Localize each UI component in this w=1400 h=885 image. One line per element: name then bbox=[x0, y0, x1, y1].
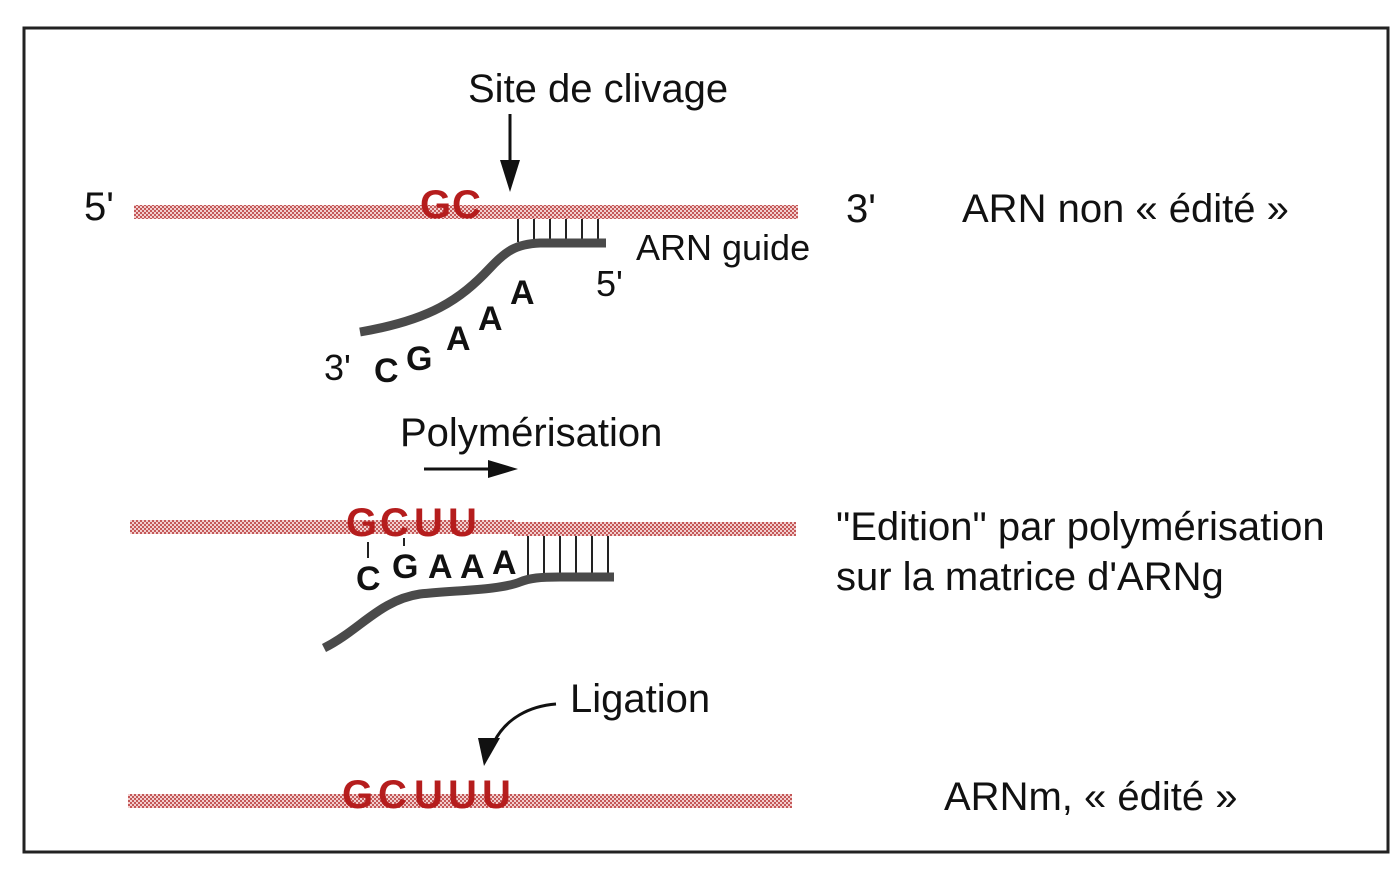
cleavage-site-label: Site de clivage bbox=[468, 67, 728, 111]
figure-frame bbox=[22, 26, 1390, 854]
polymerisation-arrow-head bbox=[488, 460, 518, 478]
editing-rna-strand-left bbox=[130, 520, 514, 534]
guide-rna-strand-1 bbox=[359, 238, 606, 337]
base-pair-ticks-2 bbox=[367, 536, 609, 576]
five-prime-label: 5' bbox=[84, 185, 114, 229]
matrix-base-a2: A bbox=[460, 548, 485, 586]
editing-rna-strand-right bbox=[514, 522, 796, 536]
edited-base-u1: U bbox=[414, 773, 443, 817]
editing-base-g: G bbox=[346, 501, 377, 545]
guide-three-prime-label: 3' bbox=[324, 347, 351, 388]
three-prime-label: 3' bbox=[846, 187, 876, 231]
matrix-base-a3: A bbox=[492, 544, 517, 582]
guide-base-g: G bbox=[406, 340, 432, 378]
editing-base-u1: U bbox=[414, 501, 443, 545]
guide-five-prime-label: 5' bbox=[596, 263, 623, 304]
edited-base-u2: U bbox=[448, 773, 477, 817]
matrix-base-c: C bbox=[356, 560, 381, 598]
edited-base-g: G bbox=[342, 773, 373, 817]
edition-caption-line1: "Edition" par polymérisation bbox=[836, 505, 1325, 549]
unedited-rna-status: ARN non « édité » bbox=[962, 187, 1289, 231]
base-pair-ticks-1 bbox=[517, 219, 599, 242]
edited-mrna-strand bbox=[128, 794, 792, 808]
edition-caption-line2: sur la matrice d'ARNg bbox=[836, 555, 1224, 599]
ligation-arrow-shaft bbox=[492, 702, 557, 743]
ligation-arrow-head bbox=[478, 738, 500, 766]
polymerisation-label: Polymérisation bbox=[400, 411, 662, 455]
edited-base-c: C bbox=[378, 773, 407, 817]
guide-base-c: C bbox=[374, 352, 399, 390]
guide-base-a3: A bbox=[510, 274, 535, 312]
unedited-base-c: C bbox=[452, 183, 481, 227]
unedited-base-g: G bbox=[420, 183, 451, 227]
edited-base-u3: U bbox=[482, 773, 511, 817]
guide-base-a1: A bbox=[446, 320, 471, 358]
editing-base-u2: U bbox=[448, 501, 477, 545]
guide-rna-strand-2 bbox=[321, 572, 614, 653]
edited-mrna-status: ARNm, « édité » bbox=[944, 775, 1237, 819]
ligation-label: Ligation bbox=[570, 677, 710, 721]
unedited-rna-strand bbox=[134, 205, 798, 219]
matrix-base-g: G bbox=[392, 548, 418, 586]
guide-rna-label: ARN guide bbox=[636, 227, 810, 268]
cleavage-arrow-head bbox=[500, 160, 520, 192]
guide-base-a2: A bbox=[478, 300, 503, 338]
editing-base-c: C bbox=[380, 501, 409, 545]
matrix-base-a1: A bbox=[428, 548, 453, 586]
